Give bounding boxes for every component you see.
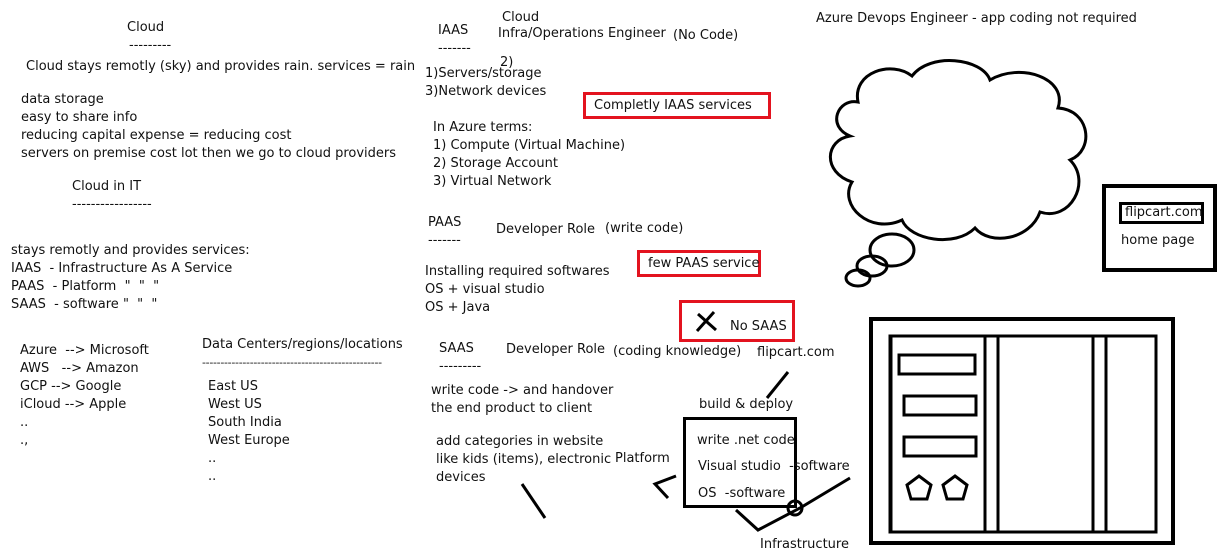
mockup-right-column (1104, 334, 1158, 534)
x-mark-stroke (695, 310, 716, 333)
stack-box (683, 417, 797, 508)
services-intro: stays remotly and provides services: (11, 243, 250, 258)
mockup-left-column (889, 334, 987, 534)
build-deploy-label: build & deploy (699, 397, 794, 412)
datacenter-item: West US (208, 397, 262, 412)
infrastructure-bracket (734, 476, 851, 532)
paas-item: OS + visual studio (425, 282, 545, 297)
no-saas-label: No SAAS (730, 319, 787, 334)
benefit-item: servers on premise cost lot then we go t… (21, 146, 397, 161)
datacenters-title: Data Centers/regions/locations (202, 337, 403, 352)
cloud-title: Cloud (127, 20, 165, 35)
provider-item: ., (20, 433, 29, 448)
cloud-in-it-underline: ----------------- (72, 197, 152, 212)
cloud-underline: --------- (129, 38, 172, 53)
benefit-item: easy to share info (21, 110, 138, 125)
datacenter-item: .. (208, 451, 217, 466)
azure-terms-title: In Azure terms: (433, 120, 533, 135)
thought-bubble-medium (855, 254, 889, 278)
mockup-bar (902, 394, 978, 417)
saas-underline: --------- (439, 359, 482, 374)
datacenter-item: West Europe (208, 433, 290, 448)
website-mockup-frame (869, 317, 1175, 545)
iaas-item: 1)Servers/storage (425, 66, 542, 81)
saas-role: Developer Role (506, 342, 606, 357)
provider-item: Azure --> Microsoft (20, 343, 149, 358)
mockup-bar (902, 435, 978, 458)
category-line: like kids (items), electronic (436, 452, 612, 467)
platform-label: Platform (615, 451, 670, 466)
azure-devops-note: Azure Devops Engineer - app coding not r… (816, 11, 1137, 26)
provider-item: AWS --> Amazon (20, 361, 139, 376)
pentagon-shape (905, 474, 933, 501)
no-code-note: (No Code) (673, 28, 739, 43)
benefit-item: data storage (21, 92, 104, 107)
flipcart-url-box (1119, 202, 1204, 224)
infra-role: Infra/Operations Engineer (498, 26, 666, 41)
datacenter-item: South India (208, 415, 282, 430)
cloud-definition: Cloud stays remotly (sky) and provides r… (26, 59, 416, 74)
paas-underline: ------- (428, 233, 461, 248)
coding-knowledge-note: (coding knowledge) (613, 344, 742, 359)
paas-item: Installing required softwares (425, 264, 610, 279)
datacenter-item: East US (208, 379, 258, 394)
flipcart-url-label: flipcart.com (1125, 205, 1203, 220)
flipcart-homepage-box (1102, 184, 1217, 272)
stack-layer-app: write .net code (697, 433, 795, 448)
mockup-middle-column (996, 334, 1095, 534)
home-page-label: home page (1121, 233, 1195, 248)
iaas-item-two: 2) (500, 55, 514, 70)
completely-iaas-label: Completly IAAS services (594, 98, 752, 113)
benefit-item: reducing capital expense = reducing cost (21, 128, 292, 143)
infrastructure-label: Infrastructure (760, 537, 849, 552)
no-saas-box (679, 300, 795, 342)
iaas-title: IAAS (438, 23, 469, 38)
stack-flipcart-label: flipcart.com (757, 345, 835, 360)
datacenters-underline: ----------------------------------------… (202, 356, 382, 369)
iaas-item: 3)Network devices (425, 84, 547, 99)
service-type: IAAS - Infrastructure As A Service (11, 261, 233, 276)
category-line: add categories in website (436, 434, 604, 449)
cloud-label: Cloud (502, 10, 540, 25)
azure-term-item: 2) Storage Account (433, 156, 558, 171)
mockup-bar (897, 353, 977, 376)
platform-arrow (652, 474, 677, 500)
completely-iaas-box (583, 92, 771, 119)
iaas-underline: ------- (438, 41, 471, 56)
stack-layer-os: OS -software (698, 486, 786, 501)
saas-desc: write code -> and handover (431, 383, 614, 398)
cloud-in-it-title: Cloud in IT (72, 179, 142, 194)
thought-cloud-shape (828, 59, 1088, 242)
paas-role: Developer Role (496, 222, 596, 237)
provider-item: .. (20, 415, 29, 430)
category-line: devices (436, 470, 486, 485)
connector-line (765, 371, 790, 399)
provider-item: iCloud --> Apple (20, 397, 127, 412)
paas-title: PAAS (428, 215, 462, 230)
few-paas-box (637, 250, 761, 277)
saas-desc: the end product to client (431, 401, 593, 416)
few-paas-label: few PAAS service (648, 256, 760, 271)
stack-layer-software: Visual studio -software (698, 459, 850, 474)
azure-term-item: 3) Virtual Network (433, 174, 552, 189)
saas-title: SAAS (439, 341, 474, 356)
azure-term-item: 1) Compute (Virtual Machine) (433, 138, 626, 153)
datacenter-item: .. (208, 469, 217, 484)
pentagon-shape (941, 474, 969, 501)
thought-bubble-small (844, 268, 872, 288)
service-type: SAAS - software " " " (11, 297, 158, 312)
mockup-inner-frame (888, 334, 1158, 534)
provider-item: GCP --> Google (20, 379, 122, 394)
thought-bubble-large (868, 232, 916, 268)
slash-mark (520, 483, 547, 519)
write-code-note: (write code) (605, 221, 684, 236)
paas-item: OS + Java (425, 300, 491, 315)
service-type: PAAS - Platform " " " (11, 279, 160, 294)
